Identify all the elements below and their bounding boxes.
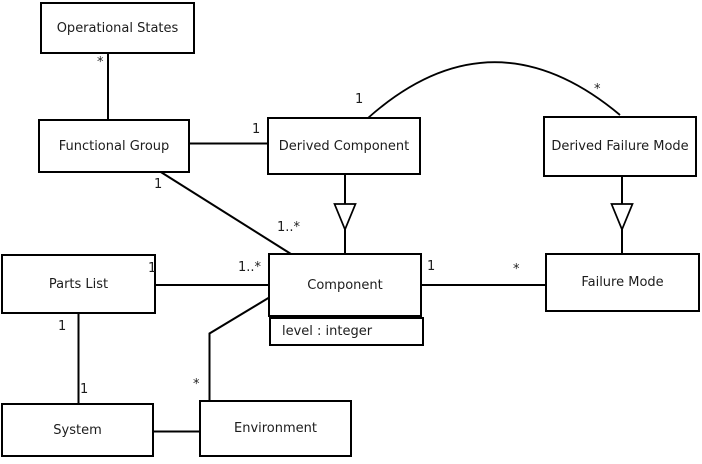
class-name: Component [307,277,383,293]
multiplicity-failure-mode-end: * [513,262,520,277]
generalization-arrowhead [610,203,634,232]
multiplicity-arc-derived-failure-mode-end: * [594,82,601,97]
multiplicity-component-end: 1..* [277,220,301,235]
class-name: Failure Mode [581,275,664,290]
multiplicity-parts-list-end: 1 [58,319,67,334]
multiplicity-component-end: 1..* [238,260,262,275]
class-component: Component [268,253,422,317]
class-environment: Environment [199,400,352,457]
multiplicity-derived-component-end: 1 [252,122,261,137]
class-name: Derived Failure Mode [551,139,689,154]
multiplicity-arc-derived-component-end: 1 [355,92,364,107]
edge-component-environment [208,296,271,401]
class-name: Parts List [48,276,109,292]
multiplicity-environment-end: * [193,377,200,392]
multiplicity-system-end: 1 [80,382,89,397]
edge-functional-group-component [159,170,292,255]
class-derived-component: Derived Component [267,117,421,175]
class-operational-states: Operational States [40,2,195,54]
class-system: System [1,403,154,457]
class-name: Operational States [56,20,179,36]
multiplicity-functional-group-end: 1 [154,177,163,192]
class-component-attributes: level : integer [269,317,424,346]
class-failure-mode: Failure Mode [545,253,700,312]
class-functional-group: Functional Group [38,119,190,173]
edge-derived-component-derived-failure-mode-arc [367,61,621,119]
generalization-arrowhead [333,203,357,232]
multiplicity-parts-list-end: 1 [148,261,157,276]
class-name: Derived Component [278,138,410,154]
edge-derived-component-component-generalization [333,174,357,255]
class-name: Functional Group [58,138,170,154]
attribute-label: level : integer [282,324,373,339]
class-name: Environment [233,421,317,436]
multiplicity-operational-states-end: * [97,55,104,70]
edge-derived-failure-mode-failure-mode-generalization [610,176,634,255]
class-derived-failure-mode: Derived Failure Mode [543,116,697,177]
class-parts-list: Parts List [1,254,156,314]
class-name: System [53,422,102,438]
multiplicity-component-end: 1 [427,259,436,274]
